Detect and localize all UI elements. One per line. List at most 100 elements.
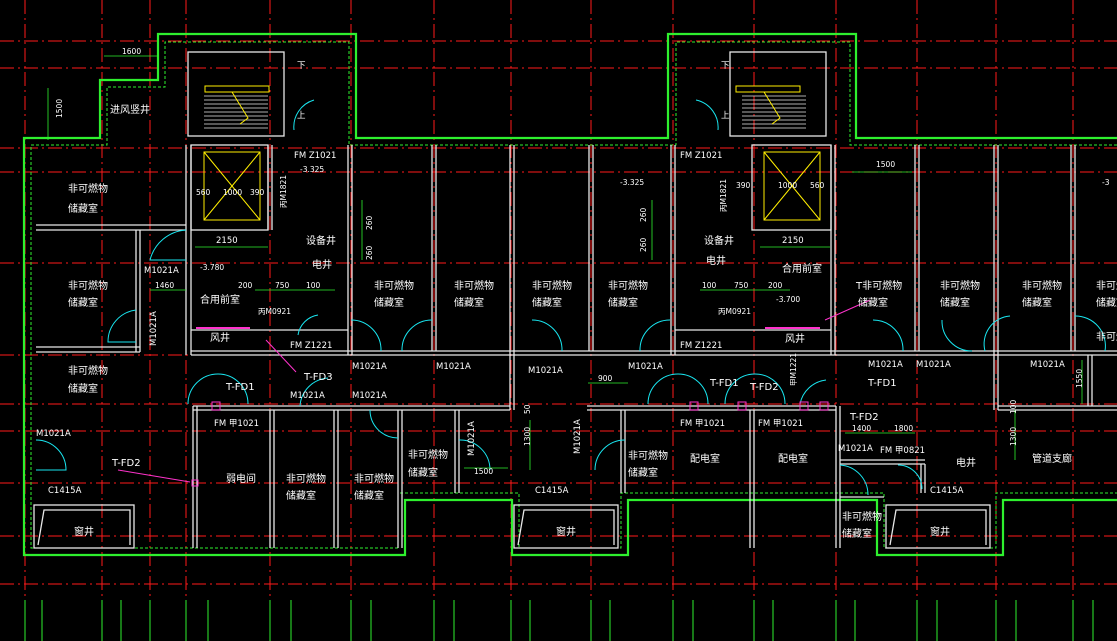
room-label: 非可燃物 bbox=[286, 472, 326, 485]
room-label: 非可燃物 bbox=[374, 279, 414, 292]
door-tags: M1021A M1021A M1021A M1021A M1021A M1021… bbox=[36, 151, 1065, 496]
door-tag: FM Z1221 bbox=[290, 341, 332, 351]
room-label: 非可燃物 bbox=[68, 279, 108, 292]
door-tag: M1021A bbox=[467, 421, 477, 456]
electric-shaft-label: 电井 bbox=[312, 258, 332, 271]
door-tag: FM 甲1021 bbox=[680, 419, 725, 429]
room-label: 储藏室 bbox=[408, 466, 438, 479]
stair-down-label: 下 bbox=[297, 61, 306, 71]
door-tag: 丙M1821 bbox=[719, 179, 728, 212]
room-label: 非可燃物 bbox=[628, 449, 668, 462]
rotated-tags: M1021A M1021A M1021A 丙M1821 丙M1821 甲M122… bbox=[55, 99, 1084, 456]
door-tag: 丙M0921 bbox=[258, 307, 291, 316]
dim-1000: 1000 bbox=[223, 188, 242, 197]
door-tag: FM Z1221 bbox=[680, 341, 722, 351]
stair-up-label-2: 上 bbox=[721, 111, 730, 121]
dim-label: 1550 bbox=[1075, 369, 1084, 388]
dim-label: 1460 bbox=[155, 281, 174, 290]
dim-390-2: 390 bbox=[736, 181, 751, 190]
door-tag: 丙M0921 bbox=[718, 307, 751, 316]
shared-lobby-label-2: 合用前室 bbox=[782, 262, 822, 275]
fire-door-tag: T-FD2 bbox=[111, 458, 141, 469]
room-label: 储藏室 bbox=[286, 489, 316, 502]
room-label: 非可燃物 bbox=[608, 279, 648, 292]
dim-390: 390 bbox=[250, 188, 265, 197]
room-label: 非可燃物 bbox=[1096, 279, 1117, 292]
air-shaft-label: 风井 bbox=[210, 331, 230, 344]
door-tag: M1021A bbox=[868, 360, 903, 370]
fire-door-tag: T-FD3 bbox=[303, 372, 333, 383]
level-label: -3.780 bbox=[200, 263, 224, 272]
weak-current-room-label: 弱电间 bbox=[226, 472, 256, 485]
room-label: 储藏室 bbox=[608, 296, 638, 309]
equipment-shaft-label-2: 设备井 bbox=[704, 234, 734, 247]
room-label: 非可燃物 bbox=[1022, 279, 1062, 292]
stair-up-label: 上 bbox=[297, 111, 306, 121]
electric-shaft-label-2: 电井 bbox=[706, 254, 726, 267]
door-tag: M1021A bbox=[573, 419, 583, 454]
shared-lobby-label: 合用前室 bbox=[200, 293, 240, 306]
dimension-texts: 1600 2150 2150 1460 200 750 100 100 750 … bbox=[122, 47, 1110, 476]
door-tag: 甲M1221 bbox=[789, 353, 798, 386]
dim-label: 900 bbox=[598, 374, 613, 383]
room-label: 非可燃物 bbox=[354, 472, 394, 485]
room-label: 储藏室 bbox=[628, 466, 658, 479]
dimension-lines bbox=[47, 55, 1083, 470]
dim-label: 1600 bbox=[122, 47, 141, 56]
room-label: 非可燃物 bbox=[940, 279, 980, 292]
inner-walls bbox=[36, 144, 1117, 548]
window-tag: C1415A bbox=[930, 486, 964, 496]
dim-560-2: 560 bbox=[810, 181, 825, 190]
room-label: 储藏室 bbox=[858, 296, 888, 309]
door-swings bbox=[35, 99, 1106, 496]
window-well-label-2: 窗井 bbox=[556, 525, 576, 538]
dim-label: 2150 bbox=[782, 236, 804, 246]
window-tag: C1415A bbox=[535, 486, 569, 496]
door-tag: M1021A bbox=[352, 391, 387, 401]
window-well-label: 窗井 bbox=[74, 525, 94, 538]
dim-1000-2: 1000 bbox=[778, 181, 797, 190]
dim-label: 200 bbox=[238, 281, 253, 290]
dim-label: 1500 bbox=[876, 160, 895, 169]
room-label: 储藏室 bbox=[68, 296, 98, 309]
room-label: T非可燃物 bbox=[855, 279, 902, 292]
door-tag: M1021A bbox=[352, 362, 387, 372]
room-label: 非可燃物 bbox=[532, 279, 572, 292]
elevator-right: 390 1000 560 bbox=[736, 151, 825, 221]
room-label: 储藏室 bbox=[374, 296, 404, 309]
door-tag: M1021A bbox=[144, 266, 179, 276]
door-tag: M1021A bbox=[436, 362, 471, 372]
door-tag: M1021A bbox=[36, 429, 71, 439]
dim-label: 260 bbox=[365, 245, 374, 260]
fire-door-tag: T-FD1 bbox=[867, 378, 897, 389]
door-tag: FM 甲1021 bbox=[214, 419, 259, 429]
dim-label: 100 bbox=[306, 281, 321, 290]
window-well-label-3: 窗井 bbox=[930, 525, 950, 538]
power-room-label: 配电室 bbox=[690, 452, 720, 465]
outer-walls bbox=[22, 32, 1117, 557]
level-label: -3.325 bbox=[300, 165, 324, 174]
room-label: 储藏室 bbox=[454, 296, 484, 309]
dim-label: 1400 bbox=[852, 424, 871, 433]
staircase-left: 下 上 bbox=[187, 51, 306, 137]
door-tag: M1021A bbox=[290, 391, 325, 401]
room-label: 储藏室 bbox=[1096, 296, 1117, 309]
room-label: 储藏室 bbox=[354, 489, 384, 502]
room-label: 非可燃物 bbox=[68, 364, 108, 377]
room-label: 储藏室 bbox=[532, 296, 562, 309]
dim-label: 100 bbox=[702, 281, 717, 290]
room-label: 非可燃物 bbox=[68, 182, 108, 195]
level-label: -3 bbox=[1102, 178, 1110, 187]
door-tag: M1021A bbox=[628, 362, 663, 372]
door-tag: FM 甲0821 bbox=[880, 446, 925, 456]
fire-door-tag: T-FD1 bbox=[709, 378, 739, 389]
dim-560: 560 bbox=[196, 188, 211, 197]
dim-label: 1500 bbox=[55, 99, 64, 118]
dim-label: 1800 bbox=[894, 424, 913, 433]
door-tag: 丙M1821 bbox=[279, 175, 288, 208]
door-tag: FM 甲1021 bbox=[758, 419, 803, 429]
dim-label: 2150 bbox=[216, 236, 238, 246]
window-wells bbox=[33, 504, 991, 549]
